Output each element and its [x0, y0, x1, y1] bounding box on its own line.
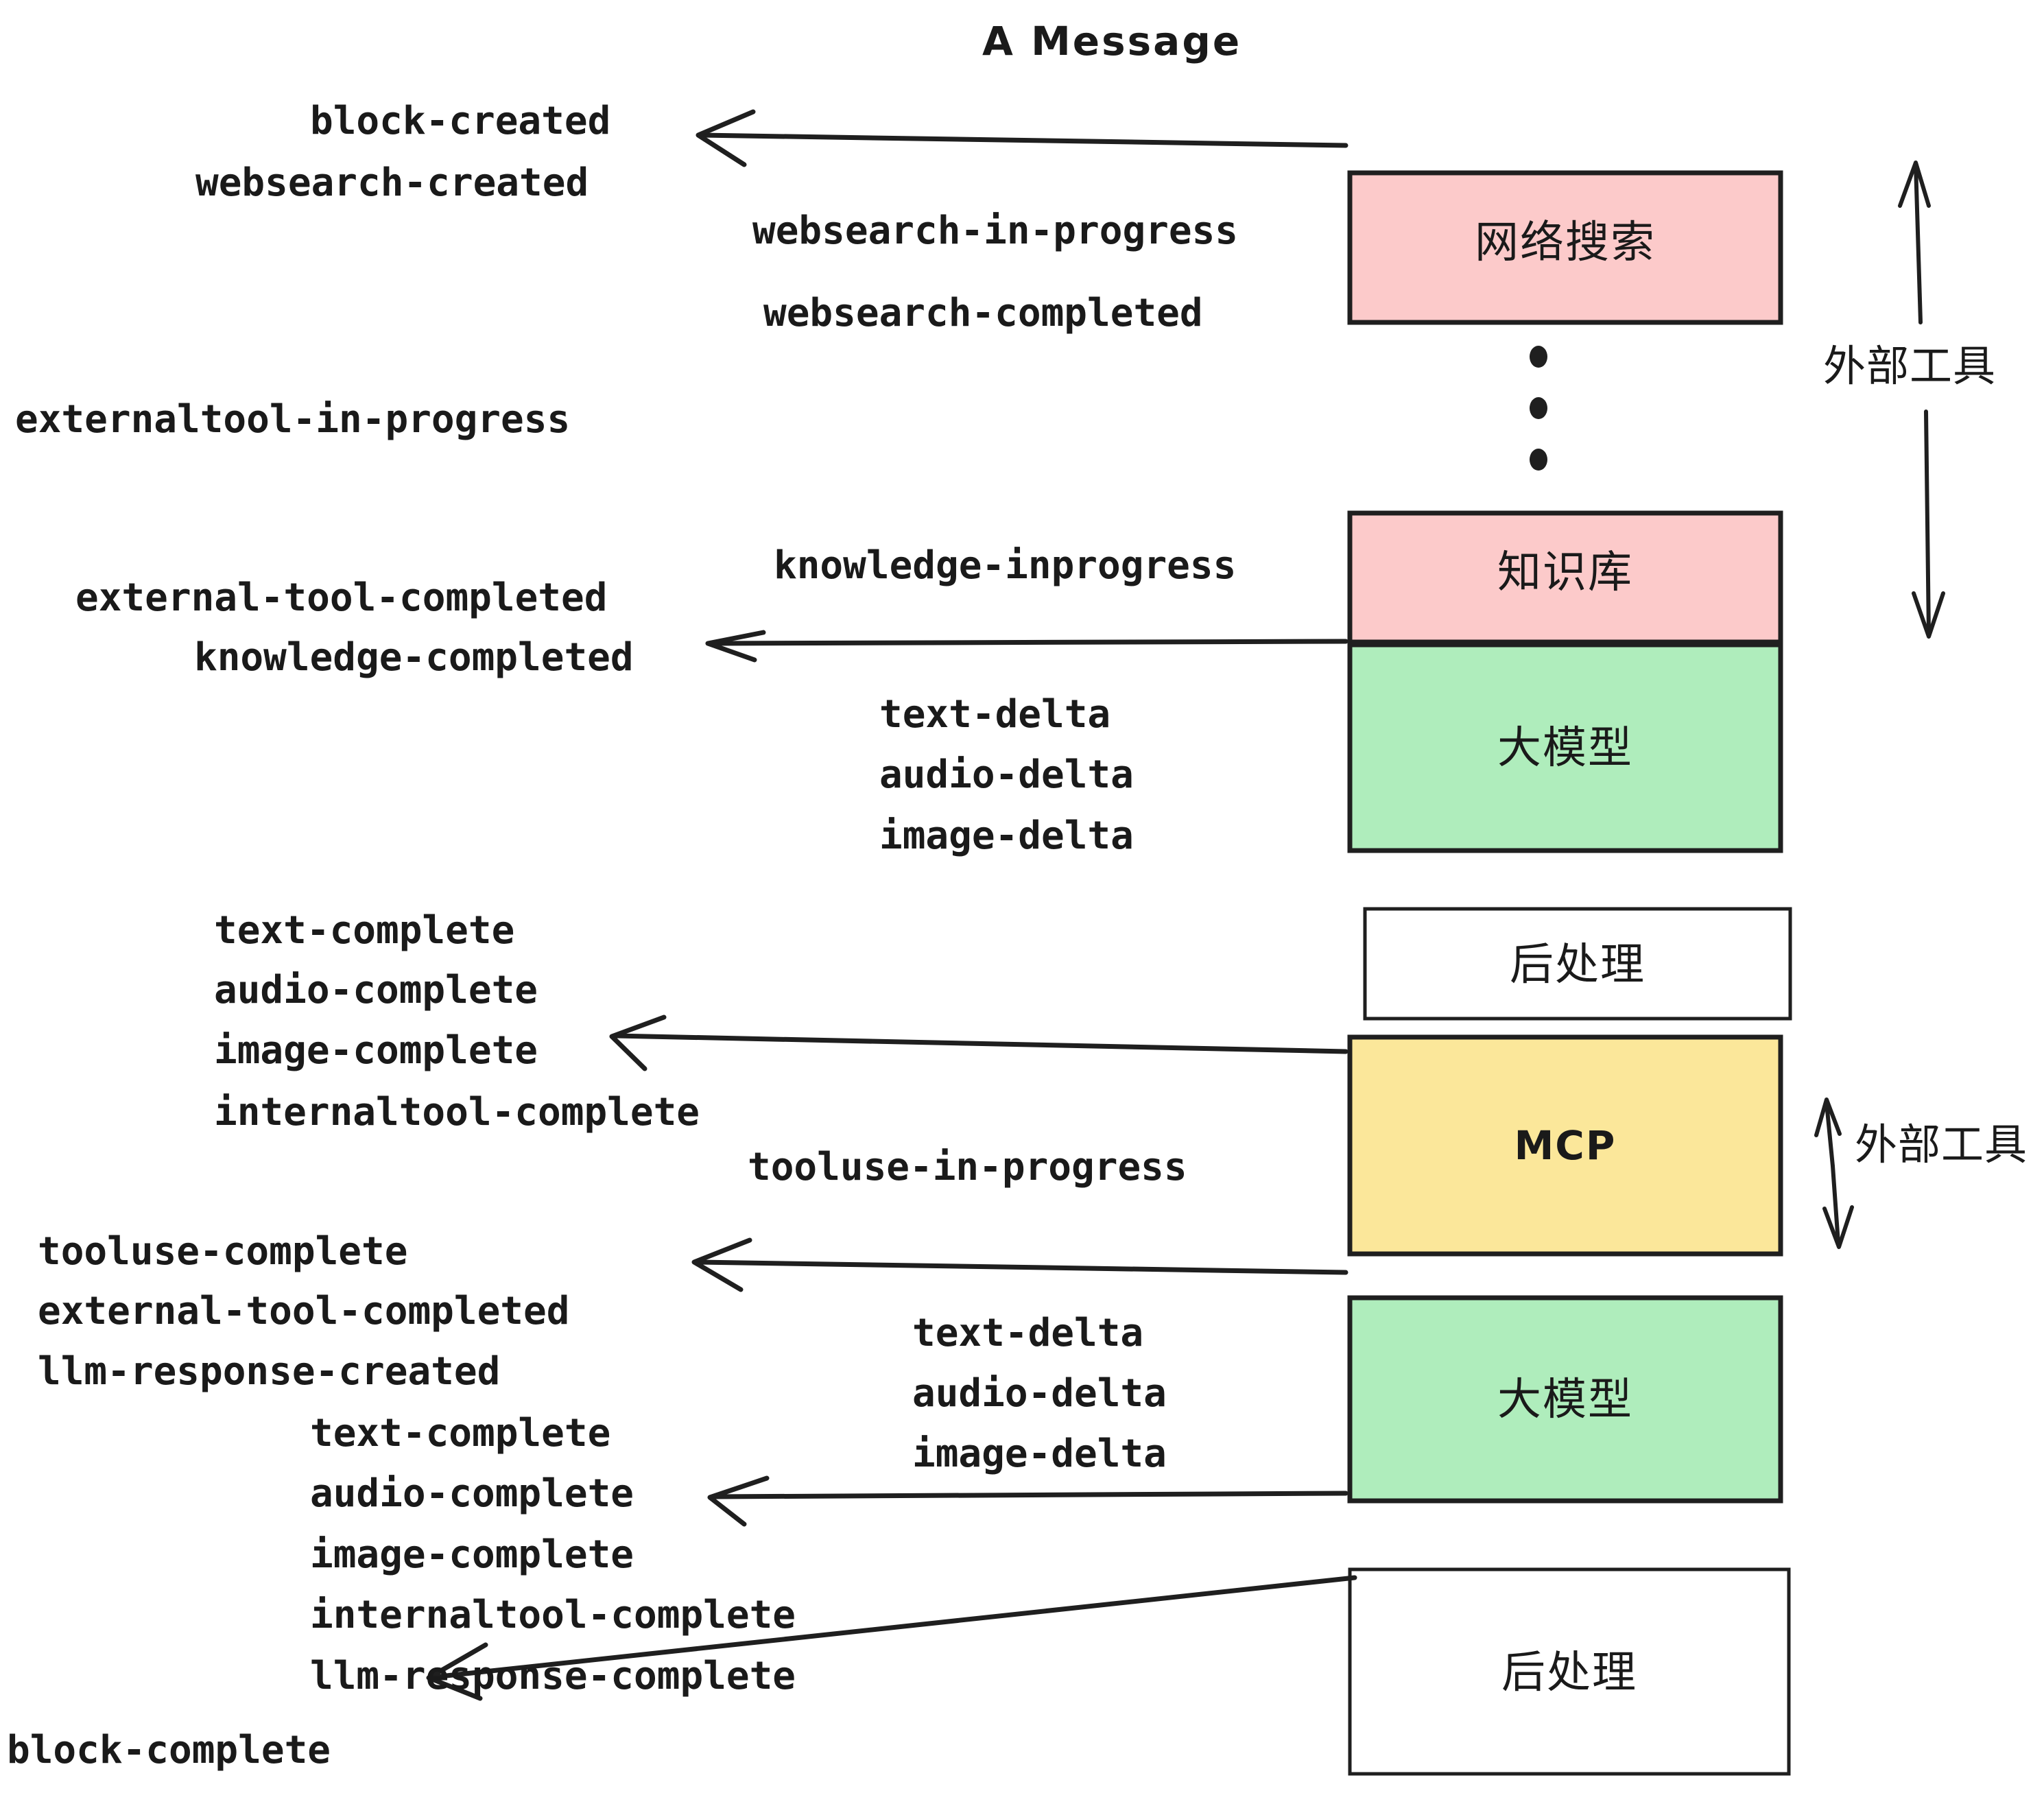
event-internaltool-complete-bottom: internaltool-complete [310, 1593, 796, 1637]
box-postprocess-bottom [1348, 1567, 1791, 1776]
arrow-knowledge-completed [705, 630, 1348, 663]
box-knowledge-label: 知识库 [1497, 547, 1633, 598]
box-postprocess-top-label: 后处理 [1510, 940, 1645, 990]
event-internaltool-complete-mid: internaltool-complete [214, 1090, 700, 1135]
event-llm-response-complete: llm-response-complete [310, 1654, 796, 1698]
external-tool-label-top: 外部工具 [1823, 341, 1996, 391]
event-websearch-in-progress: websearch-in-progress [752, 209, 1238, 253]
box-postprocess-top [1363, 907, 1792, 1021]
event-websearch-created: websearch-created [195, 161, 589, 205]
event-block-complete: block-complete [7, 1728, 331, 1772]
event-text-delta-top: text-delta [879, 692, 1110, 737]
event-external-tool-completed-1: external-tool-completed [75, 575, 607, 620]
event-text-complete-mid: text-complete [214, 908, 514, 953]
box-mcp [1347, 1034, 1783, 1257]
event-image-complete-bottom: image-complete [310, 1532, 634, 1577]
event-image-delta-bottom: image-delta [912, 1432, 1167, 1476]
box-mcp-label: MCP [1514, 1122, 1617, 1169]
event-audio-delta-top: audio-delta [879, 752, 1134, 797]
event-knowledge-inprogress: knowledge-inprogress [774, 543, 1236, 588]
arrow-audio-complete [707, 1475, 1348, 1527]
event-audio-delta-bottom: audio-delta [912, 1371, 1167, 1416]
event-image-complete-mid: image-complete [214, 1028, 538, 1073]
box-llm-bottom [1347, 1295, 1783, 1504]
event-block-created: block-created [310, 99, 610, 143]
external-tool-arrow-bottom [1814, 1097, 1854, 1249]
box-llm-bottom-label: 大模型 [1497, 1375, 1633, 1425]
diagram-title: A Message [982, 18, 1241, 64]
event-tooluse-complete: tooluse-complete [38, 1229, 407, 1274]
external-tool-arrow-top [1898, 161, 1945, 639]
box-websearch [1347, 170, 1783, 325]
event-knowledge-completed: knowledge-completed [194, 635, 634, 680]
event-tooluse-in-progress: tooluse-in-progress [748, 1145, 1187, 1189]
arrow-block-complete [426, 1575, 1357, 1701]
event-image-delta-top: image-delta [879, 814, 1134, 858]
box-llm-top-label: 大模型 [1497, 723, 1633, 774]
arrow-image-complete [609, 1014, 1348, 1071]
arrow-block-created [696, 109, 1348, 167]
box-websearch-label: 网络搜索 [1475, 217, 1656, 268]
event-externaltool-in-progress: externaltool-in-progress [15, 397, 570, 442]
box-llm-top [1347, 642, 1783, 853]
event-websearch-completed: websearch-completed [763, 291, 1203, 335]
event-text-complete-bottom: text-complete [310, 1411, 610, 1456]
box-knowledge [1347, 510, 1783, 645]
event-external-tool-completed-2: external-tool-completed [38, 1289, 569, 1333]
external-tool-label-bottom: 外部工具 [1855, 1119, 2028, 1170]
event-llm-response-created: llm-response-created [38, 1349, 500, 1394]
box-postprocess-bottom-label: 后处理 [1501, 1648, 1637, 1698]
event-audio-complete-mid: audio-complete [214, 968, 538, 1012]
event-audio-complete-bottom: audio-complete [310, 1471, 634, 1516]
event-text-delta-bottom: text-delta [912, 1311, 1143, 1355]
vertical-ellipsis [1530, 346, 1547, 471]
arrow-tooluse-complete [691, 1237, 1348, 1292]
